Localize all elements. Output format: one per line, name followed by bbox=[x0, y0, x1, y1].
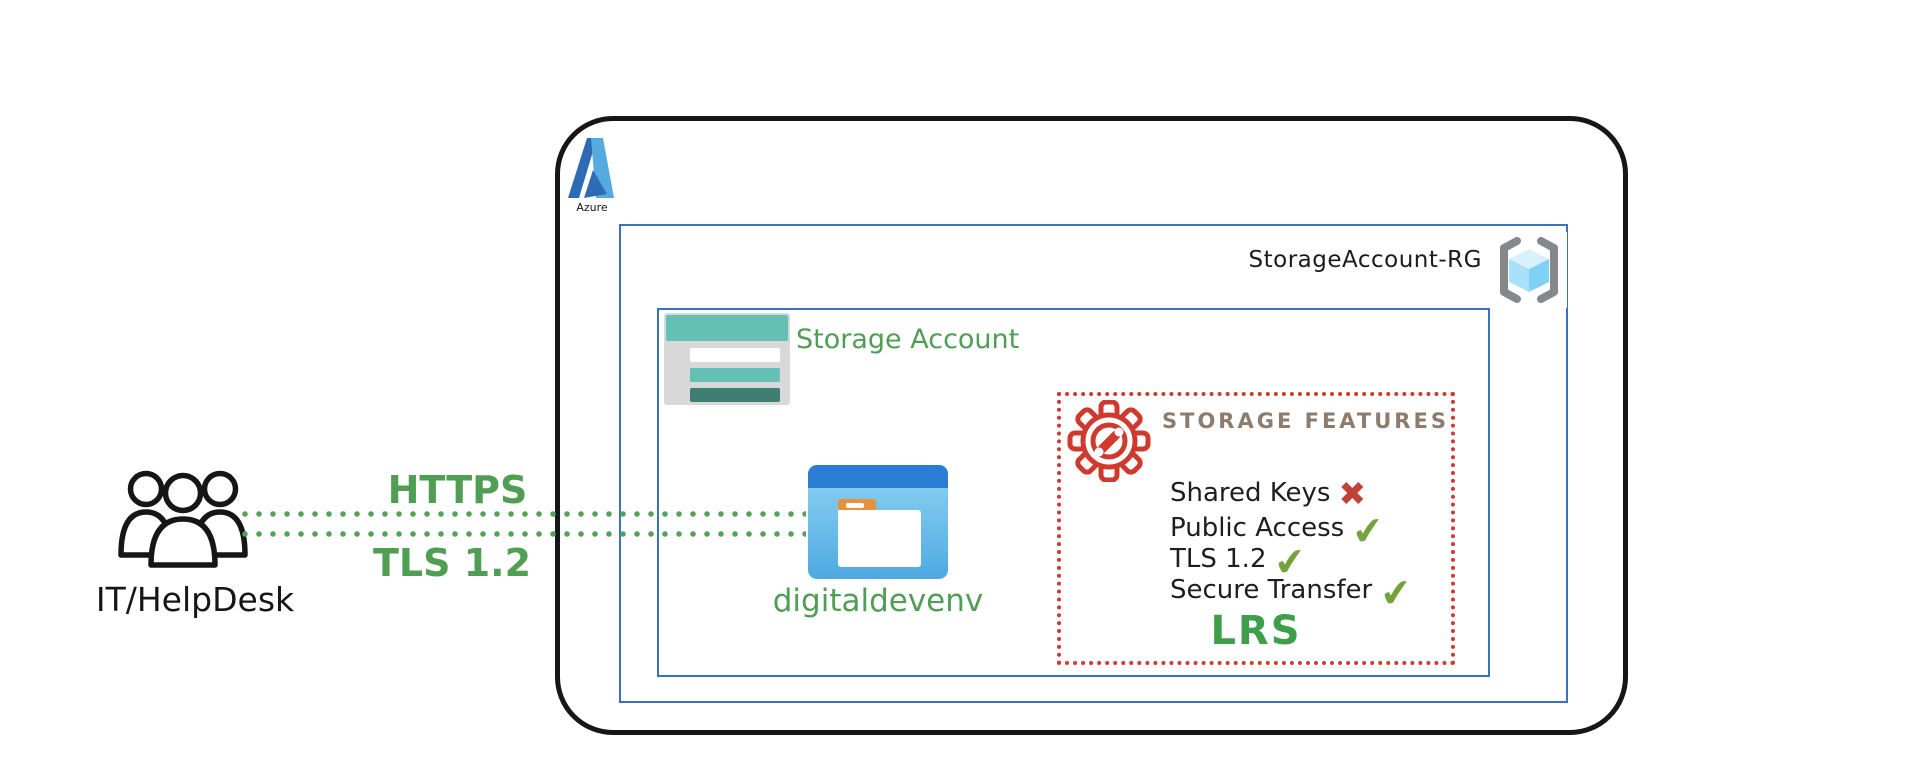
storage-account-box bbox=[657, 308, 1490, 677]
storage-features-box bbox=[1057, 392, 1455, 665]
redundancy-label: LRS bbox=[1210, 608, 1302, 654]
connection-label-https: HTTPS bbox=[387, 468, 528, 512]
cross-icon: ✖ bbox=[1338, 474, 1367, 513]
actor-label: IT/HelpDesk bbox=[95, 580, 295, 619]
feature-label: Secure Transfer bbox=[1170, 575, 1373, 605]
resource-group-box bbox=[619, 224, 1568, 703]
check-icon: ✔ bbox=[1272, 538, 1309, 586]
folder-tab bbox=[838, 499, 876, 512]
storage-icon-row bbox=[690, 348, 780, 362]
connection-label-tls: TLS 1.2 bbox=[372, 541, 532, 585]
gear-icon bbox=[1067, 400, 1151, 482]
check-icon: ✔ bbox=[1350, 507, 1387, 555]
resource-group-label: StorageAccount-RG bbox=[1248, 247, 1482, 273]
feature-row-shared-keys: Shared Keys✖ bbox=[1170, 473, 1460, 510]
feature-row-secure-transfer: Secure Transfer✔ bbox=[1170, 566, 1460, 616]
storage-icon-row bbox=[690, 368, 780, 382]
blob-container-icon bbox=[808, 465, 948, 579]
feature-label: Public Access bbox=[1170, 513, 1345, 543]
folder-tab-dash bbox=[846, 503, 864, 508]
feature-label: TLS 1.2 bbox=[1170, 544, 1267, 574]
feature-row-tls: TLS 1.2✔ bbox=[1170, 535, 1460, 585]
feature-label: Shared Keys bbox=[1170, 478, 1331, 508]
blob-container-label: digitaldevenv bbox=[772, 583, 984, 619]
storage-account-label: Storage Account bbox=[796, 324, 1020, 355]
azure-label: Azure bbox=[576, 201, 608, 214]
storage-account-icon bbox=[664, 313, 790, 405]
feature-row-public-access: Public Access✔ bbox=[1170, 504, 1460, 554]
people-icon bbox=[118, 470, 248, 568]
connection-line-https bbox=[238, 511, 806, 517]
connection-line-tls bbox=[238, 531, 806, 537]
storage-features-title: STORAGE FEATURES bbox=[1162, 409, 1449, 433]
azure-logo-icon bbox=[568, 138, 614, 198]
blob-icon-header bbox=[808, 465, 948, 488]
folder-body bbox=[838, 510, 921, 567]
storage-icon-row bbox=[690, 388, 780, 402]
storage-icon-header bbox=[666, 315, 788, 341]
resource-group-icon bbox=[1491, 232, 1567, 308]
storage-features-list: Shared Keys✖ Public Access✔ TLS 1.2✔ Sec… bbox=[1170, 473, 1460, 617]
